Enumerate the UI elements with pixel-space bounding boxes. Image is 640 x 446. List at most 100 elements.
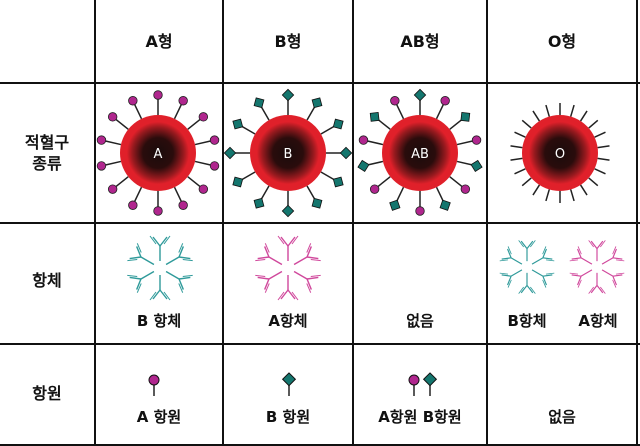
grid-line [222, 0, 224, 446]
cell-label: A [154, 147, 163, 162]
antigen-b-marker [332, 176, 344, 188]
antigen-b-marker [223, 146, 237, 160]
grid-line [0, 222, 640, 224]
antigen-stalk [597, 145, 610, 149]
cell-body [522, 115, 598, 191]
antigen-stalk [366, 140, 384, 146]
antibody-y [127, 243, 155, 266]
antigen-a-marker [209, 135, 220, 145]
antibody-y [588, 240, 606, 262]
antibody-y [255, 270, 283, 293]
antibody-y [149, 235, 171, 261]
antigen-a-marker [415, 206, 425, 216]
row-label-antibody: 항체 [32, 271, 62, 290]
row-label-line: 적혈구 [24, 133, 70, 152]
antigen-a-icon [148, 374, 160, 396]
antigen-stalk [569, 104, 575, 117]
antigen-stalk [532, 110, 541, 122]
red-blood-cell-a-icon: A [96, 90, 220, 216]
antibody-caption-b-type: A항체 [268, 312, 308, 330]
antigen-b-marker [413, 88, 427, 102]
antigen-b-marker [253, 97, 265, 109]
antigen-stalk [187, 118, 202, 130]
antigen-b-marker [357, 159, 370, 172]
antigen-stalk [173, 103, 183, 120]
column-header-a: A형 [145, 32, 173, 51]
antigen-a-marker [471, 135, 482, 145]
row-label-antigen: 항원 [32, 384, 62, 403]
red-blood-cell-b-icon: B [223, 88, 353, 218]
grid-line [636, 0, 638, 446]
antigen-stalk [133, 103, 143, 120]
antigen-stalk [588, 119, 599, 129]
antigen-a-marker [128, 96, 138, 106]
grid-line [486, 0, 488, 446]
grid-line [0, 343, 640, 345]
antigen-caption-a-type: A 항원 [136, 408, 182, 426]
antigen-caption-ab-type: A항원 B항원 [378, 408, 462, 426]
antigen-stalk [187, 176, 202, 188]
antigen-stalk [510, 145, 523, 149]
antibody-y [531, 246, 555, 265]
antigen-b-marker [311, 197, 323, 209]
antigen-stalk [194, 160, 212, 166]
antibody-a-icon [255, 235, 321, 301]
antigen-stalk [594, 168, 606, 175]
antigen-a-marker [107, 112, 118, 122]
red-blood-cell-ab-icon: AB [357, 88, 483, 216]
antigen-b-marker [470, 159, 483, 172]
antigen-stalk [597, 157, 610, 161]
antigen-a-marker [128, 200, 138, 210]
row-label-cell-type: 적혈구 종류 [0, 132, 94, 174]
antigen-stalk [514, 168, 526, 175]
antibody-y [255, 243, 283, 266]
antibody-y [531, 269, 555, 288]
antigen-stalk [194, 140, 212, 146]
cell-body [382, 115, 458, 191]
antigen-stalk [545, 104, 551, 117]
antigen-stalk [104, 160, 122, 166]
antigen-stalk [569, 189, 575, 202]
antigen-b-marker [311, 97, 323, 109]
antibody-y [165, 243, 193, 266]
antigen-b-marker [232, 118, 244, 130]
antigen-stalk [456, 140, 474, 146]
antigen-stalk [114, 176, 129, 188]
antigen-a-marker [96, 135, 107, 145]
antibody-a-icon [569, 240, 625, 294]
antigen-a-marker [198, 112, 209, 122]
antibody-y [293, 243, 321, 266]
antibody-y [518, 240, 536, 262]
antibody-caption-ab-type: 없음 [406, 312, 434, 330]
antigen-stalk [435, 103, 445, 120]
antigen-a-icon [408, 374, 420, 396]
antigen-a-marker [390, 96, 400, 106]
antigen-stalk [521, 177, 532, 187]
antibody-y [127, 270, 155, 293]
antibody-caption-a-type: B 항체 [136, 312, 182, 330]
antigen-b-marker [332, 118, 344, 130]
antigen-a-marker [440, 96, 450, 106]
antibody-caption-o-type-a: A항체 [578, 312, 618, 330]
grid-line [94, 0, 96, 446]
antigen-b-marker [232, 176, 244, 188]
column-header-o: O형 [547, 32, 577, 51]
antigen-caption-o-type: 없음 [548, 408, 576, 426]
antigen-stalk [545, 189, 551, 202]
antigen-stalk [449, 176, 464, 188]
antigen-b-marker [339, 146, 353, 160]
antibody-y [601, 246, 625, 265]
grid-line [0, 82, 640, 84]
antigen-stalk [532, 184, 541, 196]
antibody-y [277, 235, 299, 261]
cell-label: O [555, 147, 565, 162]
antigen-b-marker [460, 111, 471, 122]
antigen-stalk [579, 184, 588, 196]
antibody-b-icon [127, 235, 193, 301]
antigen-stalk [521, 119, 532, 129]
grid-line [352, 0, 354, 446]
antigen-stalk [173, 186, 183, 203]
antigen-a-marker [178, 96, 188, 106]
cell-body [120, 115, 196, 191]
